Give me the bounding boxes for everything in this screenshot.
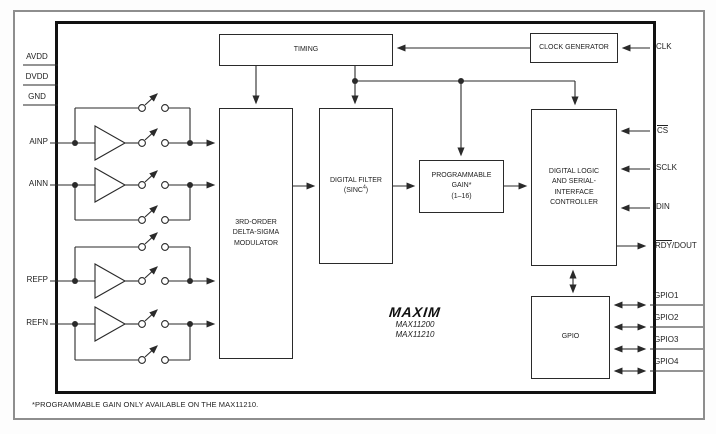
digital-filter-block: DIGITAL FILTER (SINC4) bbox=[319, 108, 393, 264]
pin-ainn: AINN bbox=[28, 179, 48, 188]
ainp-switch-bypass-icon bbox=[138, 93, 169, 112]
footnote: *PROGRAMMABLE GAIN ONLY AVAILABLE ON THE… bbox=[32, 400, 259, 409]
clock-generator-block: CLOCK GENERATOR bbox=[530, 33, 618, 63]
digital-logic-label-line3: INTERFACE bbox=[554, 188, 594, 196]
pin-sclk: SCLK bbox=[656, 163, 677, 172]
ainn-buffer-icon bbox=[94, 167, 127, 203]
gpio-block: GPIO bbox=[531, 296, 610, 379]
ainn-switch-main-icon bbox=[138, 170, 169, 189]
digital-logic-label-line4: CONTROLLER bbox=[550, 199, 598, 206]
programmable-gain-label-line2: GAIN* bbox=[451, 182, 472, 190]
refp-switch-main-icon bbox=[138, 266, 169, 285]
pin-clk: CLK bbox=[656, 42, 672, 51]
gpio-label: GPIO bbox=[561, 333, 580, 341]
pin-gpio2: GPIO2 bbox=[654, 313, 679, 322]
digital-logic-block: DIGITAL LOGIC AND SERIAL- INTERFACE CONT… bbox=[531, 109, 617, 266]
pin-ainp: AINP bbox=[29, 137, 48, 146]
ainn-channel bbox=[50, 167, 216, 224]
timing-block: TIMING bbox=[219, 34, 393, 66]
digital-filter-label-line1: DIGITAL FILTER bbox=[330, 176, 382, 184]
digital-logic-label-line2: AND SERIAL- bbox=[552, 178, 596, 185]
timing-label: TIMING bbox=[293, 45, 319, 53]
pin-gpio1: GPIO1 bbox=[654, 291, 679, 300]
modulator-label-line2: DELTA-SIGMA bbox=[232, 229, 280, 237]
refp-buffer-icon bbox=[94, 263, 127, 299]
refp-channel bbox=[50, 232, 216, 299]
programmable-gain-block: PROGRAMMABLE GAIN* (1–16) bbox=[419, 160, 504, 213]
part-number-max11200: MAX11200 bbox=[395, 320, 435, 329]
pin-avdd: AVDD bbox=[26, 52, 48, 61]
digital-logic-label-line1: DIGITAL LOGIC bbox=[548, 167, 600, 175]
chip-boundary bbox=[55, 21, 656, 394]
power-pin-wires bbox=[23, 64, 58, 106]
pin-gnd: GND bbox=[28, 92, 46, 101]
pin-din: DIN bbox=[656, 202, 670, 211]
branding: MAXIM MAX11200 MAX11210 bbox=[368, 304, 462, 341]
pin-cs: CS bbox=[657, 125, 669, 135]
pin-dvdd: DVDD bbox=[25, 72, 49, 81]
programmable-gain-label-line1: PROGRAMMABLE bbox=[431, 171, 492, 179]
ainp-buffer-icon bbox=[94, 125, 127, 161]
serial-pin-wires bbox=[617, 127, 650, 250]
ainn-switch-bypass-icon bbox=[138, 205, 169, 224]
refn-switch-main-icon bbox=[138, 309, 169, 328]
pin-refp: REFP bbox=[26, 275, 48, 284]
modulator-label-line1: 3RD-ORDER bbox=[235, 218, 277, 226]
digital-filter-label-line2: (SINC4) bbox=[343, 184, 369, 194]
maxim-logo: MAXIM bbox=[388, 304, 442, 320]
gpio-wires bbox=[569, 269, 703, 375]
ainp-channel bbox=[50, 93, 216, 161]
part-number-max11210: MAX11210 bbox=[395, 330, 435, 340]
refn-switch-bypass-icon bbox=[138, 345, 169, 364]
refn-buffer-icon bbox=[94, 306, 127, 342]
modulator-label-line3: MODULATOR bbox=[233, 239, 279, 247]
modulator-block: 3RD-ORDER DELTA-SIGMA MODULATOR bbox=[219, 108, 293, 359]
pin-refn: REFN bbox=[26, 318, 48, 327]
programmable-gain-label-line3: (1–16) bbox=[451, 192, 472, 200]
ainp-switch-main-icon bbox=[138, 128, 169, 147]
refn-channel bbox=[50, 306, 216, 364]
clock-wires bbox=[252, 44, 650, 157]
pin-gpio4: GPIO4 bbox=[654, 357, 679, 366]
pin-rdy-dout: RDY/DOUT bbox=[655, 240, 697, 250]
pin-gpio3: GPIO3 bbox=[654, 335, 679, 344]
refp-switch-bypass-icon bbox=[138, 232, 169, 251]
clock-generator-label: CLOCK GENERATOR bbox=[539, 43, 609, 51]
